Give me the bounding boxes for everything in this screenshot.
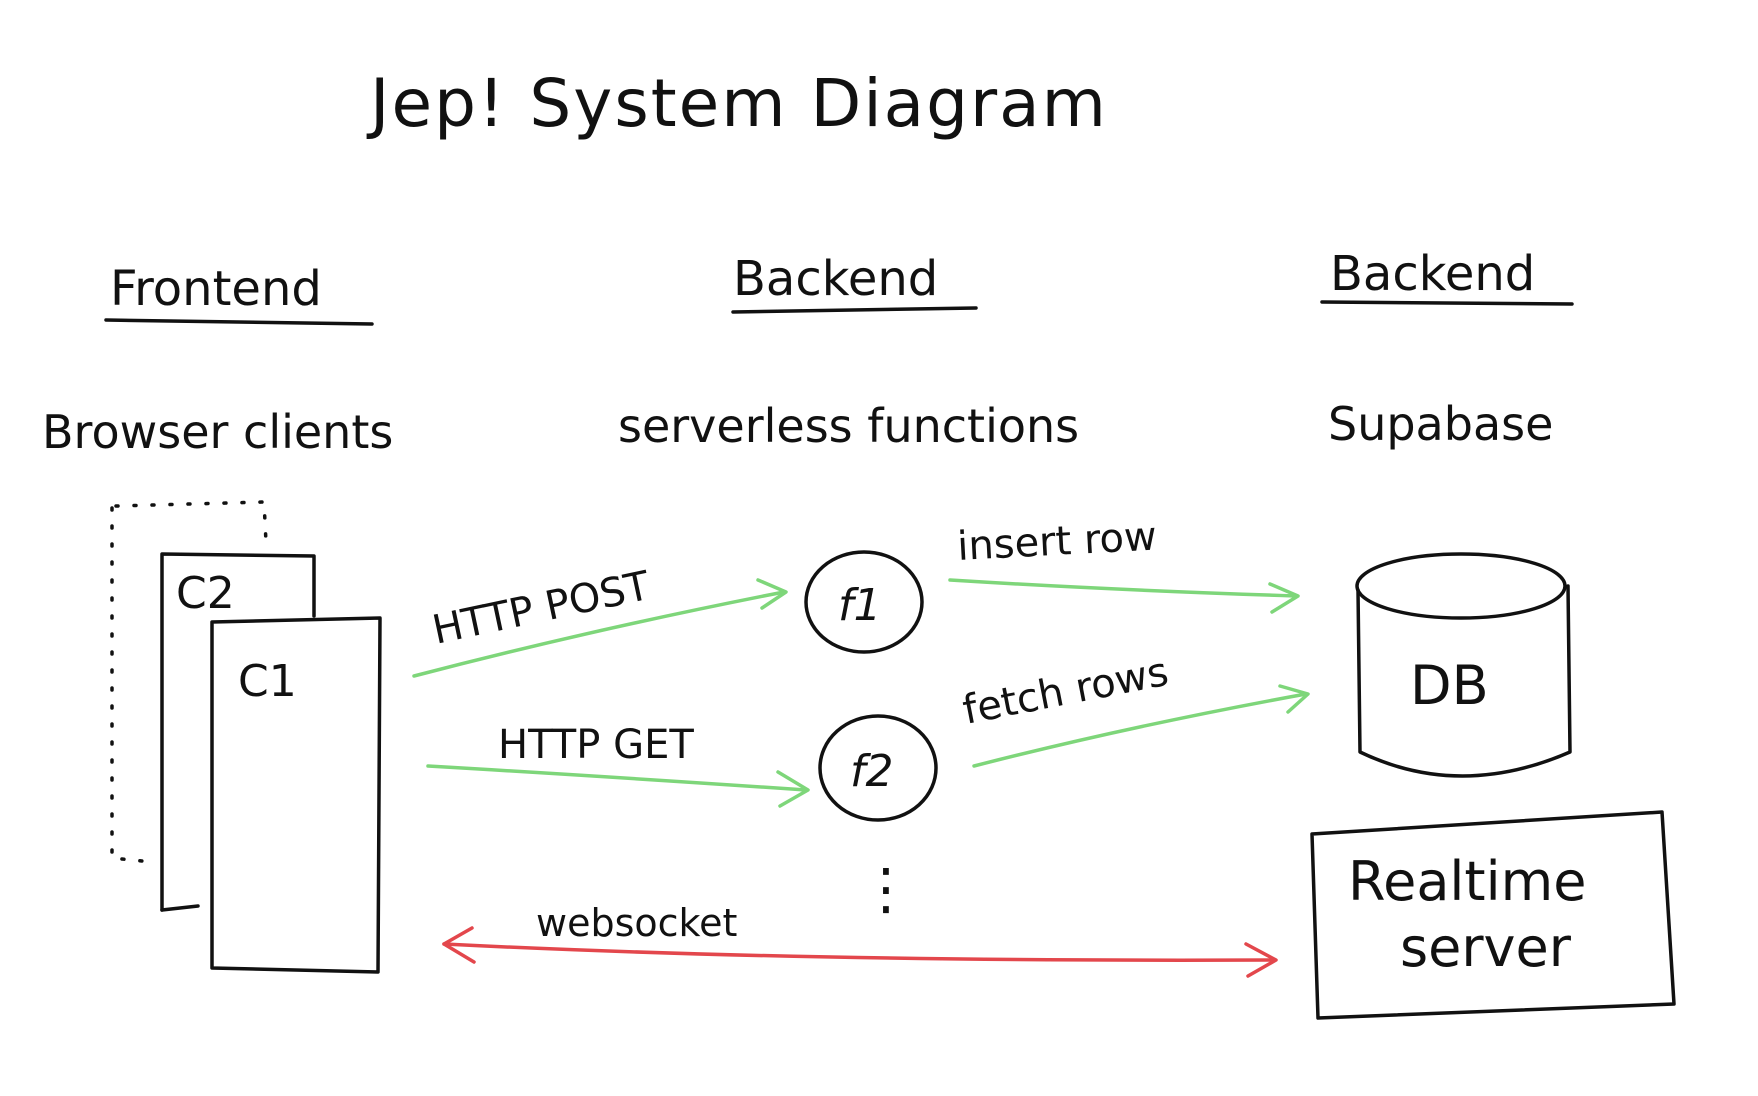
fetch-rows-arrow: fetch rows [959, 649, 1310, 768]
column-backend-supabase: Backend Supabase [1320, 246, 1574, 451]
websocket-arrowhead-right [1244, 942, 1278, 978]
function-f2-label: f2 [850, 746, 893, 797]
more-functions-ellipsis: ⋮ [858, 857, 914, 922]
client-c2-label: C2 [176, 568, 235, 619]
database-top [1355, 552, 1567, 620]
http-get-line [426, 764, 808, 792]
http-post-line [412, 590, 786, 678]
http-post-arrowhead [756, 578, 788, 610]
function-f1-circle [804, 550, 924, 654]
insert-row-arrow: insert row [948, 514, 1300, 614]
subtitle-browser-clients: Browser clients [42, 405, 393, 459]
client-stack-dotted-left [110, 506, 154, 864]
client-stack-dotted-top [114, 500, 268, 544]
websocket-line [442, 942, 1276, 962]
realtime-server-label-line2: server [1400, 916, 1572, 979]
function-f2: f2 [818, 714, 938, 822]
heading-frontend-underline [104, 318, 374, 326]
websocket-arrowhead-left [442, 926, 476, 964]
function-f2-circle [818, 714, 938, 822]
http-get-arrowhead [776, 770, 810, 808]
realtime-server: Realtime server [1310, 810, 1676, 1020]
http-post-arrow: HTTP POST [412, 563, 788, 678]
subtitle-supabase: Supabase [1328, 397, 1553, 451]
client-c1-box [210, 616, 382, 974]
database-cylinder: DB [1355, 552, 1572, 778]
realtime-server-box [1310, 810, 1676, 1020]
insert-row-label: insert row [956, 514, 1158, 570]
function-f1-label: f1 [838, 580, 881, 631]
client-stack: C2 C1 [110, 500, 382, 974]
heading-frontend: Frontend [110, 261, 322, 317]
client-c2-box-bottom [160, 904, 200, 912]
fetch-rows-line [972, 692, 1308, 768]
realtime-server-label-line1: Realtime [1348, 850, 1586, 913]
heading-backend-functions-underline [731, 306, 978, 314]
client-c2-box [160, 552, 316, 912]
http-get-arrow: HTTP GET [426, 722, 810, 808]
heading-backend-supabase-underline [1320, 300, 1574, 306]
heading-backend-supabase: Backend [1330, 246, 1535, 302]
websocket-label: websocket [536, 901, 737, 945]
websocket-arrow: websocket [442, 901, 1278, 978]
database-label: DB [1410, 654, 1489, 717]
function-f1: f1 [804, 550, 924, 654]
database-body [1356, 584, 1572, 778]
fetch-rows-arrowhead [1278, 684, 1310, 714]
insert-row-line [948, 578, 1298, 598]
diagram-title: Jep! System Diagram [366, 65, 1108, 142]
column-frontend: Frontend Browser clients [42, 261, 393, 459]
heading-backend-functions: Backend [733, 251, 938, 307]
fetch-rows-label: fetch rows [959, 649, 1172, 734]
client-c1-label: C1 [238, 656, 297, 707]
http-get-label: HTTP GET [498, 722, 694, 768]
subtitle-serverless-functions: serverless functions [618, 399, 1079, 453]
http-post-label: HTTP POST [429, 563, 655, 654]
column-backend-functions: Backend serverless functions [618, 251, 1079, 453]
insert-row-arrowhead [1268, 582, 1300, 614]
